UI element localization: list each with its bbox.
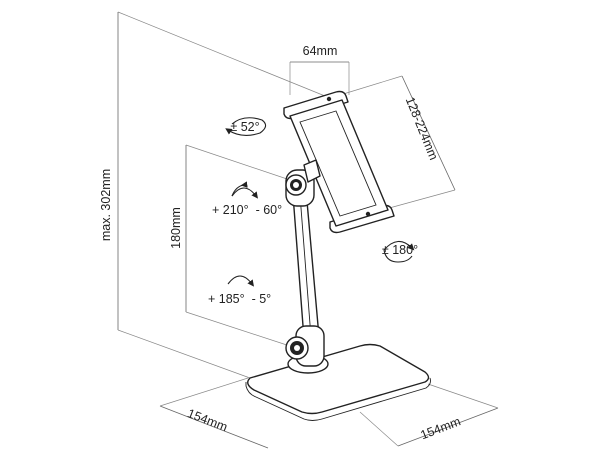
lower-joint-arrow-icon — [227, 275, 254, 287]
stand-base — [245, 343, 431, 421]
tilt-label: ± 52° — [230, 120, 259, 134]
arm-height-label: 180mm — [169, 207, 183, 249]
tilt-arrow-icon — [225, 117, 267, 136]
rotation-label: ± 180° — [382, 243, 418, 257]
lower-joint-angle-label: + 185° - 5° — [208, 292, 271, 306]
rotation-arrow-icon — [383, 240, 415, 263]
tablet-holder — [283, 90, 395, 234]
clamp-range-label: 128-224mm — [403, 95, 441, 162]
dimension-lines — [117, 11, 499, 449]
upper-joint-arrow-icon — [231, 181, 258, 199]
lower-joint — [285, 336, 309, 360]
clamp-width-label: 64mm — [303, 44, 338, 58]
upper-joint-angle-label: + 210° - 60° — [212, 203, 282, 217]
max-height-label: max. 302mm — [99, 169, 113, 241]
base-width-label: 154mm — [419, 414, 463, 442]
base-depth-label: 154mm — [185, 406, 229, 434]
